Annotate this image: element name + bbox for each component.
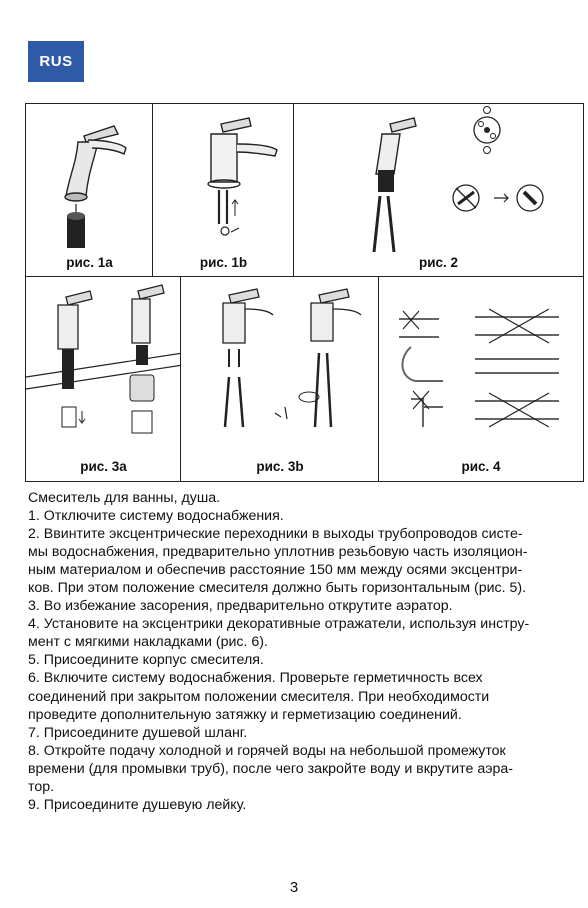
instruction-line: тор. — [28, 778, 55, 795]
figure-2: рис. 2 — [293, 103, 584, 278]
faucet-hose-connection-illustration — [222, 288, 362, 428]
instruction-line: проведите дополнительную затяжку и герме… — [28, 706, 462, 723]
instruction-line: 3. Во избежание засорения, предварительн… — [28, 598, 453, 615]
faucet-mounting-illustration — [26, 284, 183, 434]
faucet-cartridge-illustration — [372, 106, 544, 253]
instruction-line: ным материалом и обеспечив расстояние 15… — [28, 562, 523, 579]
instruction-line: 6. Включите систему водоснабжения. Прове… — [28, 670, 483, 687]
instruction-line: ков. При этом положение смесителя должно… — [28, 580, 527, 597]
figure-3a: рис. 3a — [25, 276, 183, 482]
instruction-line: соединений при закрытом положении смесит… — [28, 688, 490, 705]
hose-bending-rules-illustration — [399, 308, 559, 428]
page-number: 3 — [289, 879, 299, 896]
figure-4-caption: рис. 4 — [461, 459, 501, 474]
figure-1a-caption: рис. 1a — [66, 255, 113, 270]
instruction-line: 4. Установите на эксцентрики декоративны… — [28, 616, 530, 633]
instruction-line: мент с мягкими накладками (рис. 6). — [28, 634, 268, 651]
figure-4: рис. 4 — [378, 276, 584, 482]
instruction-line: 5. Присоедините корпус смесителя. — [28, 652, 264, 669]
figure-3b: рис. 3b — [180, 276, 380, 482]
instruction-line: 1. Отключите систему водоснабжения. — [28, 508, 284, 525]
figure-2-caption: рис. 2 — [418, 255, 459, 270]
figure-1a: рис. 1a — [25, 103, 154, 278]
instruction-line: 8. Откройте подачу холодной и горячей во… — [28, 742, 506, 759]
instruction-line: 9. Присоедините душевую лейку. — [28, 796, 247, 813]
figure-3a-caption: рис. 3a — [80, 459, 127, 474]
instruction-line: времени (для промывки труб), после чего … — [28, 760, 513, 777]
language-badge: RUS — [28, 41, 84, 82]
instruction-line: 2. Ввинтите эксцентрические переходники … — [28, 526, 523, 543]
figures-grid: рис. 1a рис. 1b — [25, 103, 584, 482]
instructions-heading: Смеситель для ванны, душа. — [28, 490, 221, 506]
faucet-aerator-illustration — [64, 125, 127, 248]
instruction-line: 7. Присоедините душевой шланг. — [28, 724, 248, 741]
figure-3b-caption: рис. 3b — [256, 459, 304, 474]
faucet-hoses-illustration — [207, 117, 278, 236]
figure-1b: рис. 1b — [152, 103, 295, 278]
instructions-text: Смеситель для ванны, душа. 1. Отключите … — [28, 489, 576, 814]
instruction-line: мы водоснабжения, предварительно уплотни… — [28, 544, 528, 561]
figure-1b-caption: рис. 1b — [199, 255, 248, 270]
